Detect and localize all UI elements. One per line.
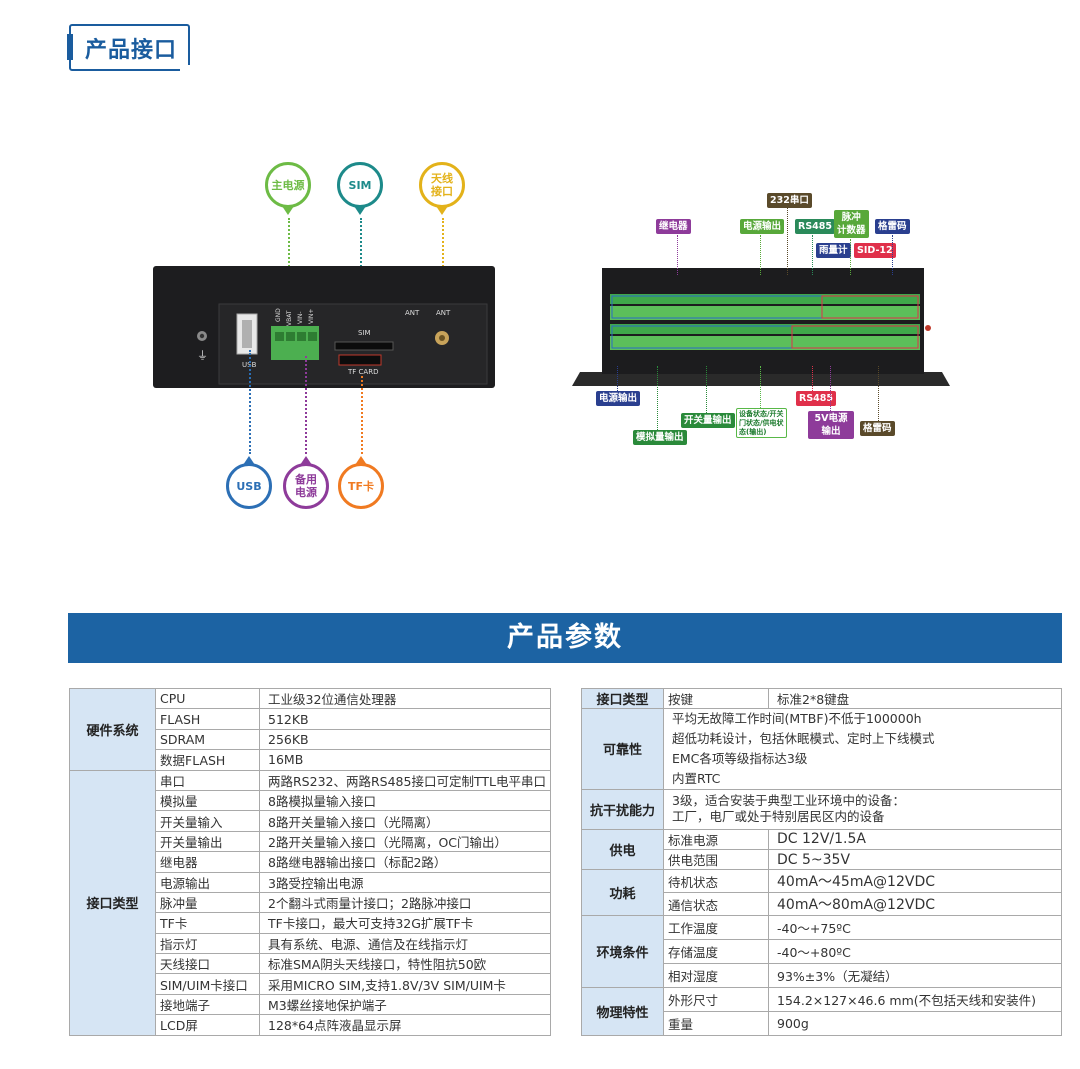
table-row: 接口类型 按键 标准2*8键盘 (581, 687, 1062, 710)
category-cell: 功耗 (581, 869, 664, 917)
svg-text:⏚: ⏚ (197, 349, 208, 362)
table-row: 指示灯 具有系统、电源、通信及在线指示灯 (70, 932, 551, 955)
spec-table-right: 接口类型 按键 标准2*8键盘 可靠性 平均无故障工作时间(MTBF)不低于10… (581, 687, 1062, 1037)
category-cell: 接口类型 (69, 769, 156, 1036)
category-cell: 可靠性 (581, 708, 664, 790)
params-header: 产品参数 (68, 613, 1062, 663)
tag-analog-output: 模拟量输出 (633, 430, 687, 445)
pin-label-gnd: GND (275, 308, 282, 322)
table-row: 物理特性 外形尺寸 154.2×127×46.6 mm(不包括天线和安装件) (581, 987, 1062, 1037)
pin-label-vbat: VBAT (286, 310, 293, 326)
pin-label-vin-plus: VIN+ (308, 308, 315, 324)
table-row: 存储温度 -40～+80ºC (582, 939, 1062, 965)
table-row: 重量 900g (582, 1011, 1062, 1037)
table-row: 开关量输入 8路开关量输入接口（光隔离） (70, 810, 551, 832)
callout-sim: SIM (337, 162, 383, 215)
tag-power-output-top: 电源输出 (740, 219, 785, 234)
spec-table-left: 硬件系统 CPU 工业级32位通信处理器 FLASH 512KB SDRAM 2… (69, 687, 551, 1036)
table-row: 供电范围 DC 5~35V (582, 848, 1062, 871)
tag-switch-output: 开关量输出 (681, 413, 735, 428)
table-row: 抗干扰能力 3级，适合安装于典型工业环境中的设备： 工厂，电厂或处于特别居民区内… (581, 788, 1062, 830)
table-row: 开关量输出 2路开关量输入接口（光隔离，OC门输出） (70, 830, 551, 853)
tag-5v-output: 5V电源 输出 (808, 411, 854, 439)
callout-main-power: 主电源 (265, 162, 311, 215)
page-title: 产品接口 (85, 38, 178, 63)
device-side-panel-left: ⏚ (153, 266, 495, 388)
callout-tf-card: TF卡 (338, 456, 384, 509)
table-row: 环境条件 工作温度 -40～+75ºC (581, 915, 1062, 989)
section-title-badge: 产品接口 (67, 24, 194, 75)
device-terminal-panel-right (572, 268, 950, 386)
table-row: SIM/UIM卡接口 采用MICRO SIM,支持1.8V/3V SIM/UIM… (70, 973, 551, 995)
tag-gray-code-top: 格雷码 (875, 219, 910, 234)
tag-device-status: 设备状态/开关 门状态/供电状 态(输出) (736, 408, 787, 438)
tag-gray-code-bottom: 格雷码 (860, 421, 895, 436)
category-cell: 物理特性 (581, 987, 664, 1037)
table-row: 天线接口 标准SMA阴头天线接口，特性阻抗50欧 (70, 953, 551, 975)
table-row: 可靠性 平均无故障工作时间(MTBF)不低于100000h 超低功耗设计，包括休… (581, 708, 1062, 790)
category-cell: 供电 (581, 828, 664, 871)
category-cell: 抗干扰能力 (581, 788, 664, 830)
tag-rs485-top: RS485 (795, 219, 835, 234)
tag-sid-12: SID-12 (854, 243, 896, 258)
tag-rs485-bottom: RS485 (796, 391, 836, 406)
tf-card-label: TF CARD (348, 368, 379, 376)
callout-backup-power: 备用 电源 (283, 456, 329, 509)
table-row: 功耗 待机状态 40mA～45mA@12VDC (581, 869, 1062, 917)
table-row: 通信状态 40mA～80mA@12VDC (582, 892, 1062, 917)
sim-label: SIM (358, 329, 371, 337)
callout-usb: USB (226, 456, 272, 509)
ant-label-2: ANT (436, 309, 451, 317)
table-row: 继电器 8路继电器输出接口（标配2路） (70, 851, 551, 873)
category-cell: 环境条件 (581, 915, 664, 989)
table-row: LCD屏 128*64点阵液晶显示屏 (70, 1014, 551, 1036)
tag-rain-gauge: 雨量计 (816, 243, 851, 258)
tag-power-output-bottom: 电源输出 (596, 391, 641, 406)
table-row: 相对湿度 93%±3%（无凝结） (582, 963, 1062, 989)
pin-label-vin-minus: VIN- (297, 311, 304, 324)
table-row: 供电 标准电源 DC 12V/1.5A (581, 828, 1062, 871)
category-cell: 硬件系统 (69, 688, 156, 771)
table-row: 模拟量 8路模拟量输入接口 (70, 789, 551, 812)
table-row: 接地端子 M3螺丝接地保护端子 (70, 993, 551, 1016)
tag-relay: 继电器 (656, 219, 691, 234)
table-row: 硬件系统 CPU 工业级32位通信处理器 (69, 687, 551, 771)
table-row: 接口类型 串口 两路RS232、两路RS485接口可定制TTL电平串口 (69, 769, 551, 1036)
category-cell: 接口类型 (581, 687, 664, 710)
callout-antenna: 天线 接口 (419, 162, 465, 215)
tag-pulse-counter: 脉冲 计数器 (834, 210, 869, 238)
ant-label-1: ANT (405, 309, 420, 317)
tag-rs232: 232串口 (767, 193, 812, 208)
table-row: 数据FLASH 16MB (70, 749, 551, 771)
